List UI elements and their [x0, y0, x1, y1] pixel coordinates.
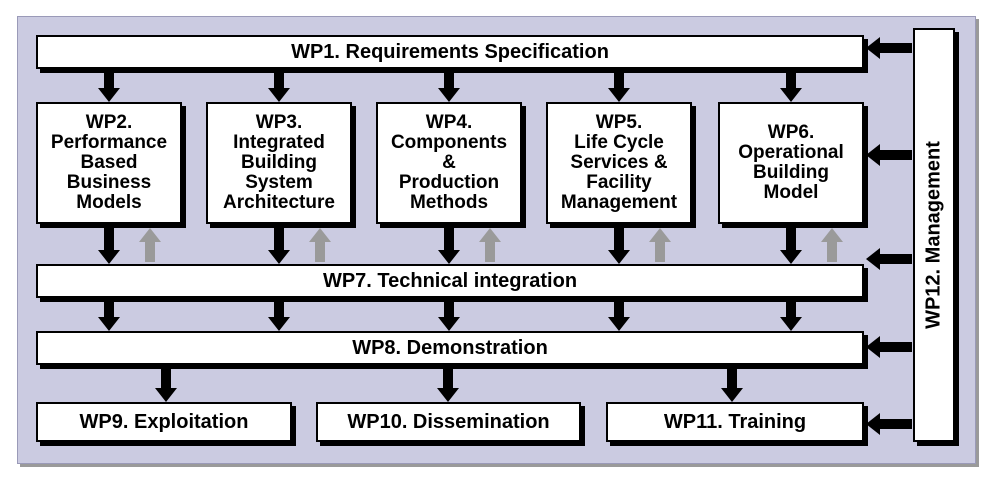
- wp2-label: WP2. Performance Based Business Models: [50, 112, 168, 213]
- wp7-label: WP7. Technical integration: [322, 269, 578, 292]
- wp5-label: WP5. Life Cycle Services & Facility Mana…: [560, 112, 678, 213]
- wp11-training-box: WP11. Training: [606, 402, 864, 442]
- wp4-label: WP4. Components & Production Methods: [390, 112, 508, 213]
- wp8-demonstration-box: WP8. Demonstration: [36, 331, 864, 365]
- wp9-label: WP9. Exploitation: [79, 410, 249, 433]
- wp5-box: WP5. Life Cycle Services & Facility Mana…: [546, 102, 692, 224]
- wp1-requirements-box: WP1. Requirements Specification: [36, 35, 864, 69]
- wp7-technical-integration-box: WP7. Technical integration: [36, 264, 864, 298]
- wp6-box: WP6. Operational Building Model: [718, 102, 864, 224]
- wp6-label: WP6. Operational Building Model: [738, 122, 844, 203]
- wp11-label: WP11. Training: [663, 410, 807, 433]
- wp3-label: WP3. Integrated Building System Architec…: [223, 112, 335, 213]
- wp1-label: WP1. Requirements Specification: [291, 40, 609, 63]
- wp9-exploitation-box: WP9. Exploitation: [36, 402, 292, 442]
- wp12-label: WP12. Management: [922, 141, 945, 329]
- diagram-panel: [17, 16, 976, 464]
- wp2-box: WP2. Performance Based Business Models: [36, 102, 182, 224]
- wp8-label: WP8. Demonstration: [352, 336, 548, 359]
- wp4-box: WP4. Components & Production Methods: [376, 102, 522, 224]
- wp10-dissemination-box: WP10. Dissemination: [316, 402, 581, 442]
- wp12-management-box: WP12. Management: [913, 28, 955, 442]
- wp10-label: WP10. Dissemination: [347, 410, 550, 433]
- wp3-box: WP3. Integrated Building System Architec…: [206, 102, 352, 224]
